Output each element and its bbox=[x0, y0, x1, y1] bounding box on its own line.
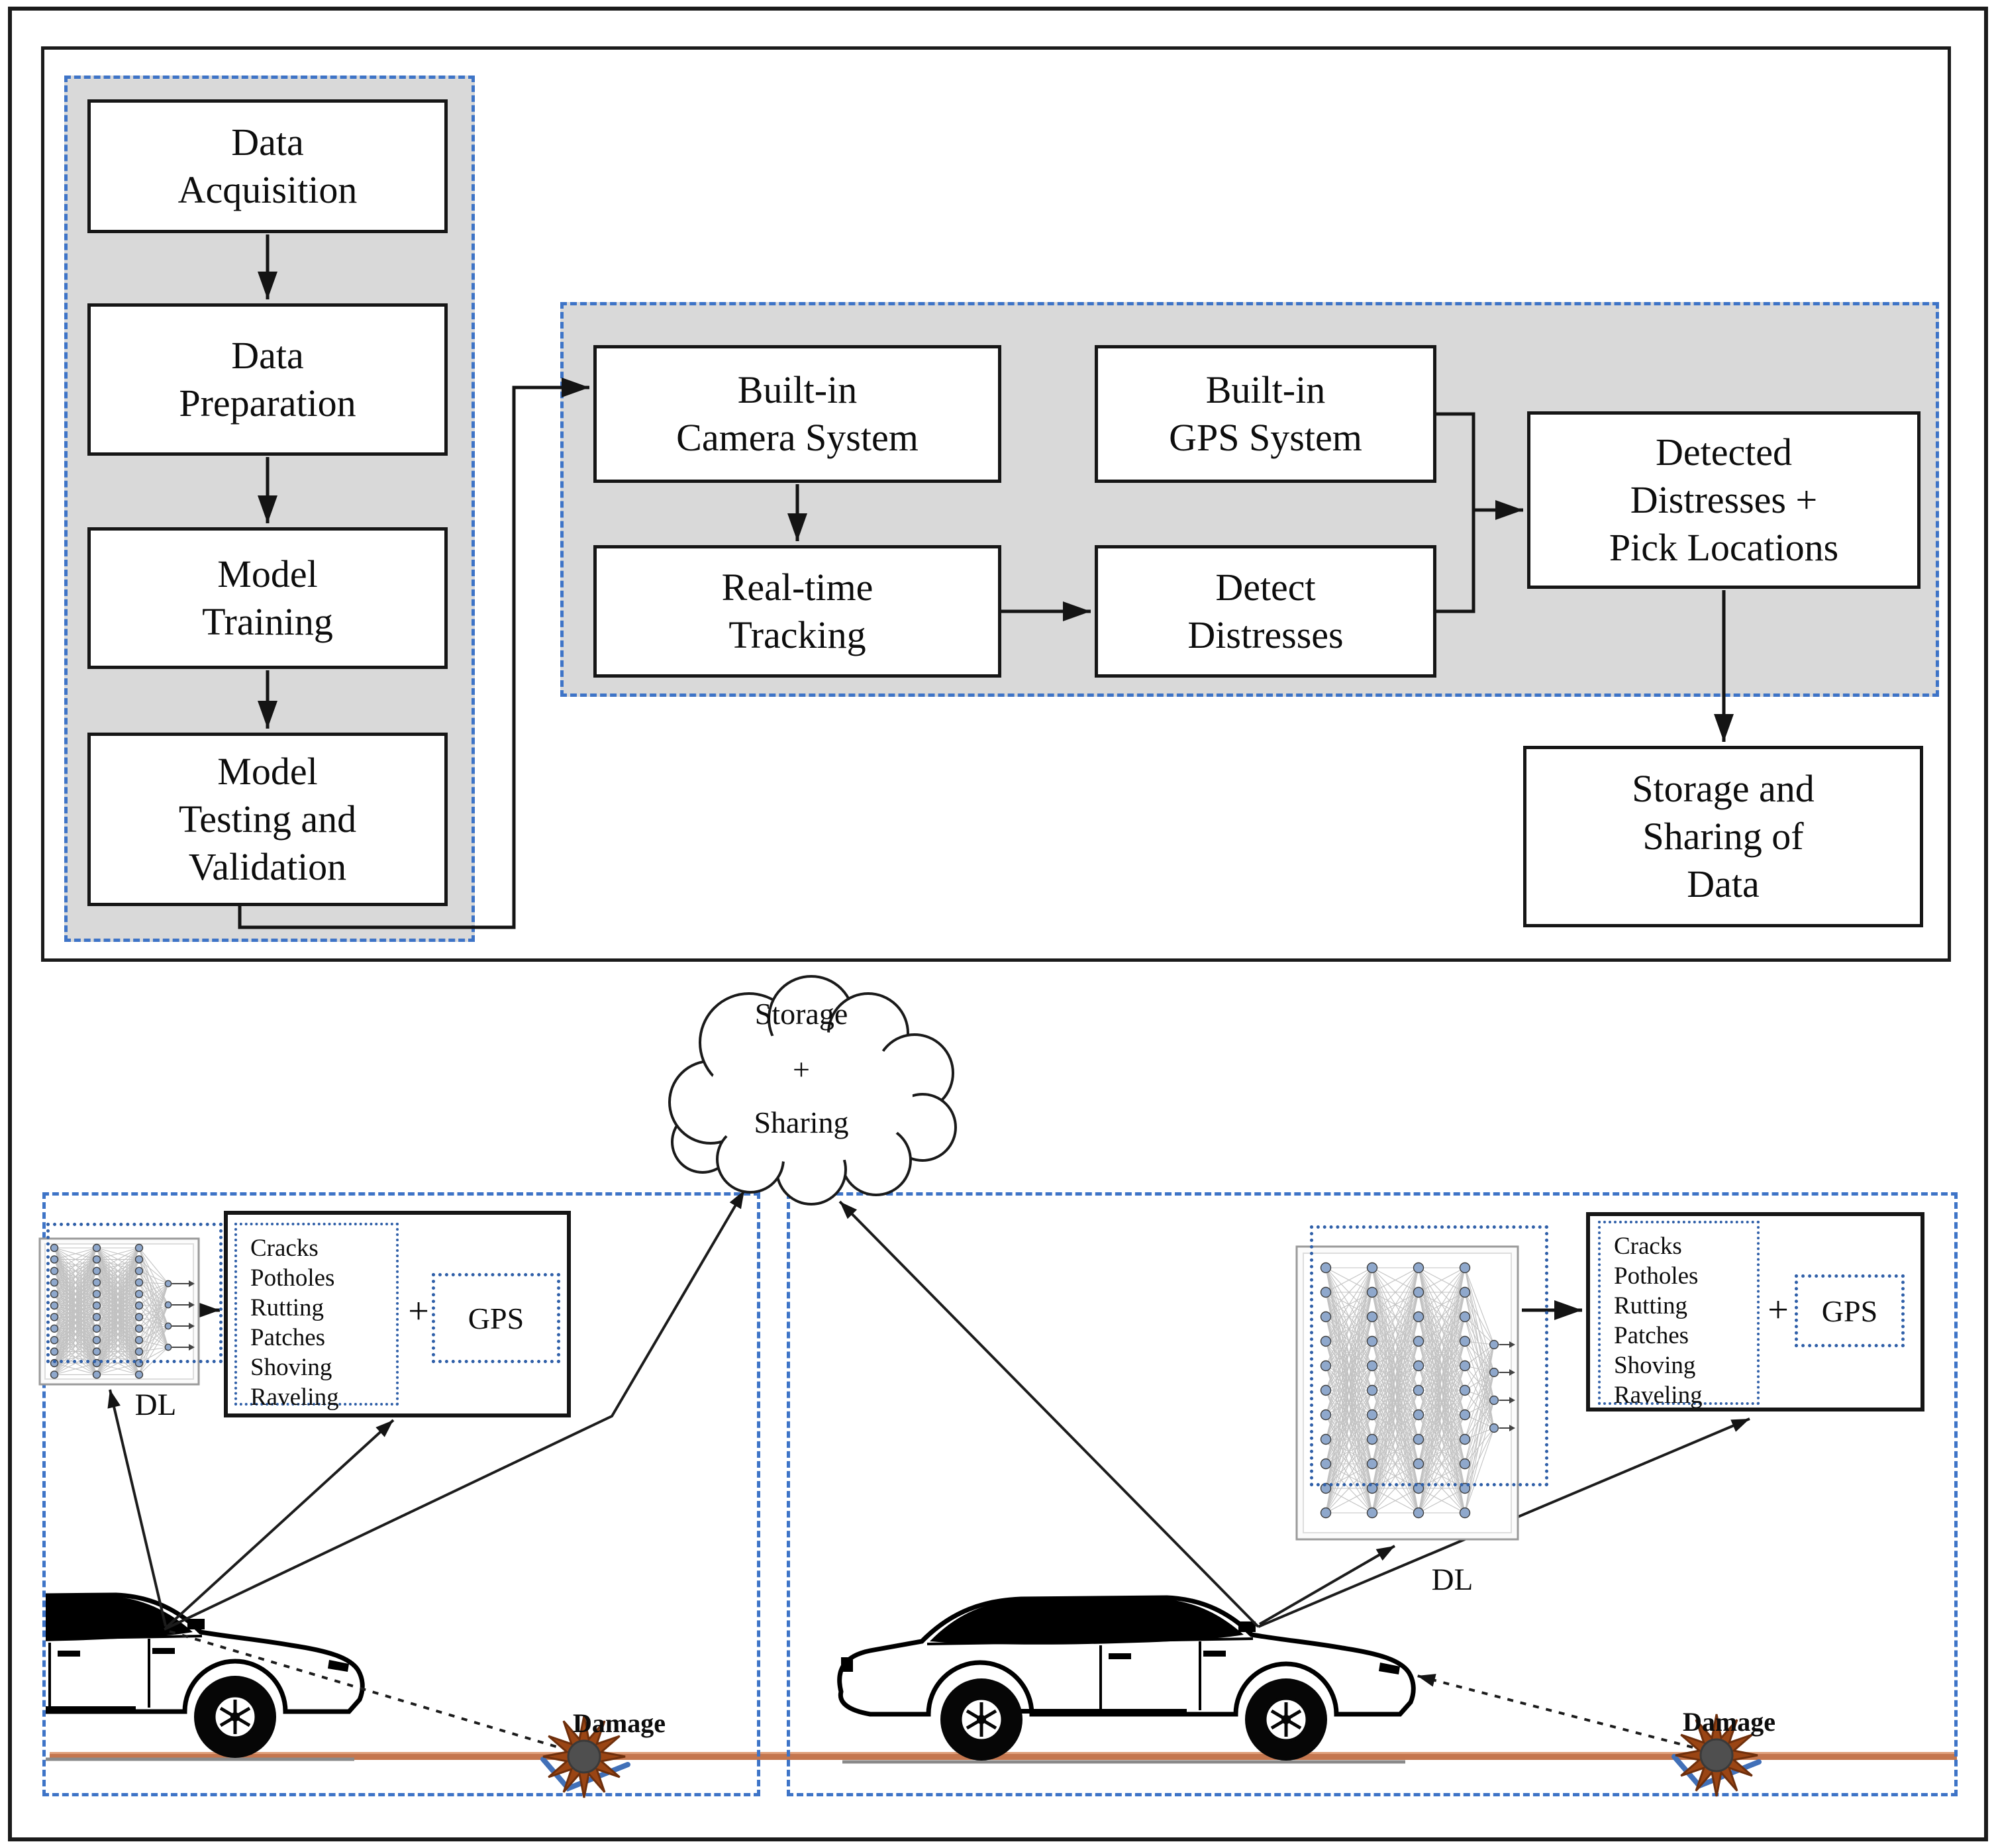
distress-item: Raveling bbox=[1614, 1382, 1703, 1409]
cloud-icon bbox=[668, 975, 957, 1206]
dl-label: DL bbox=[1431, 1563, 1473, 1597]
distress-item: Shoving bbox=[1614, 1352, 1696, 1379]
flow-box-gps-system: Built-in GPS System bbox=[1095, 345, 1436, 483]
nn-dotted-frame bbox=[46, 1223, 223, 1363]
flow-box-realtime-tracking: Real-time Tracking bbox=[593, 545, 1001, 678]
distress-item: Rutting bbox=[1614, 1292, 1688, 1319]
flow-box-data-acquisition: Data Acquisition bbox=[87, 99, 448, 233]
damage-label: Damage bbox=[573, 1708, 666, 1738]
cloud-sharing-label: Sharing bbox=[754, 1105, 849, 1139]
flow-box-storage-sharing: Storage and Sharing of Data bbox=[1523, 746, 1923, 927]
distress-item: Patches bbox=[1614, 1322, 1689, 1349]
cloud-storage-label: Storage bbox=[754, 997, 848, 1031]
distress-item: Shoving bbox=[250, 1354, 332, 1381]
distress-item: Cracks bbox=[1614, 1233, 1682, 1260]
cloud-plus-label: + bbox=[793, 1052, 810, 1086]
distress-item: Potholes bbox=[250, 1264, 335, 1292]
car-cabin bbox=[46, 1596, 193, 1641]
damage-label: Damage bbox=[1683, 1707, 1775, 1737]
gps-box: GPS bbox=[1795, 1274, 1905, 1347]
distress-item: Cracks bbox=[250, 1235, 319, 1262]
nn-dotted-frame bbox=[1310, 1225, 1548, 1486]
car-front-wheel bbox=[194, 1676, 276, 1758]
distress-item: Rutting bbox=[250, 1294, 324, 1321]
top-flowchart-panel bbox=[41, 46, 1951, 962]
gps-box: GPS bbox=[432, 1273, 560, 1363]
gps-label: GPS bbox=[468, 1301, 524, 1335]
dl-label: DL bbox=[134, 1388, 177, 1422]
car-front-wheel bbox=[1245, 1678, 1327, 1761]
car-icon bbox=[46, 1592, 365, 1761]
flow-box-model-testing: Model Testing and Validation bbox=[87, 733, 448, 906]
flow-box-camera-system: Built-in Camera System bbox=[593, 345, 1001, 483]
flow-box-data-preparation: Data Preparation bbox=[87, 303, 448, 456]
outer-border bbox=[8, 7, 1988, 1841]
plus-label: + bbox=[1768, 1290, 1789, 1331]
distress-item: Raveling bbox=[250, 1384, 339, 1411]
car-rear-wheel bbox=[940, 1678, 1023, 1761]
distress-item: Potholes bbox=[1614, 1262, 1699, 1290]
distress-list: Cracks Potholes Rutting Patches Shoving … bbox=[1598, 1221, 1760, 1409]
distress-list: Cracks Potholes Rutting Patches Shoving … bbox=[234, 1223, 399, 1411]
flow-box-model-training: Model Training bbox=[87, 527, 448, 669]
gps-label: GPS bbox=[1821, 1294, 1878, 1328]
flow-box-detect-distresses: Detect Distresses bbox=[1095, 545, 1436, 678]
car-icon bbox=[837, 1595, 1416, 1764]
distress-item: Patches bbox=[250, 1324, 326, 1351]
flow-box-detected-distresses: Detected Distresses + Pick Locations bbox=[1527, 411, 1921, 589]
